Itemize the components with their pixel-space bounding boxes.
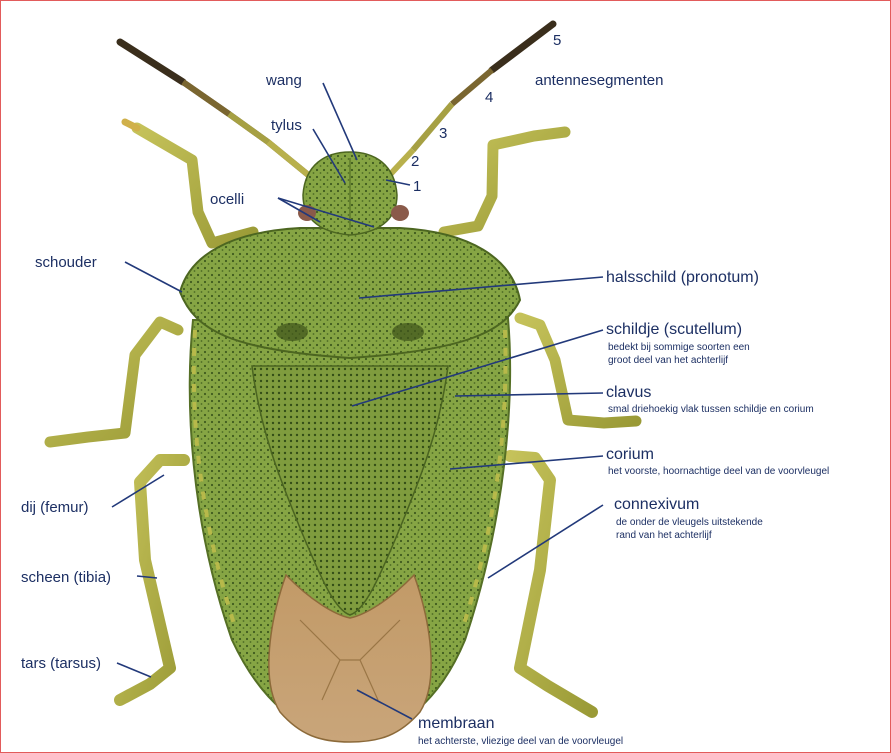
label-segment-4: 4 bbox=[485, 89, 493, 106]
label-schouder: schouder bbox=[35, 254, 97, 271]
label-tylus: tylus bbox=[271, 117, 302, 134]
label-ocelli: ocelli bbox=[210, 191, 244, 208]
label-segment-5: 5 bbox=[553, 32, 561, 49]
label-schildje: schildje (scutellum) bbox=[606, 321, 742, 338]
label-segment-3: 3 bbox=[439, 125, 447, 142]
label-scheen: scheen (tibia) bbox=[21, 569, 111, 586]
label-clavus: clavus bbox=[606, 384, 651, 401]
label-corium-desc: het voorste, hoornachtige deel van de vo… bbox=[608, 466, 829, 477]
label-segment-1: 1 bbox=[413, 178, 421, 195]
label-antennesegmenten: antennesegmenten bbox=[535, 72, 663, 89]
label-tars: tars (tarsus) bbox=[21, 655, 101, 672]
label-wang: wang bbox=[265, 72, 302, 89]
label-schildje-desc-1: bedekt bij sommige soorten een bbox=[608, 342, 750, 353]
label-membraan: membraan bbox=[418, 715, 494, 732]
label-connexivum-desc-1: de onder de vleugels uitstekende bbox=[616, 517, 763, 528]
label-corium: corium bbox=[606, 446, 654, 463]
label-segment-2: 2 bbox=[411, 153, 419, 170]
label-schildje-desc-2: groot deel van het achterlijf bbox=[608, 355, 728, 366]
label-connexivum-desc-2: rand van het achterlijf bbox=[616, 530, 712, 541]
bug-body bbox=[180, 152, 520, 742]
label-clavus-desc: smal driehoekig vlak tussen schildje en … bbox=[608, 404, 814, 415]
label-dij: dij (femur) bbox=[21, 499, 89, 516]
antenna-left bbox=[120, 42, 312, 178]
label-connexivum: connexivum bbox=[614, 496, 699, 513]
label-halsschild: halsschild (pronotum) bbox=[606, 269, 759, 286]
label-membraan-desc: het achterste, vliezige deel van de voor… bbox=[418, 736, 623, 747]
